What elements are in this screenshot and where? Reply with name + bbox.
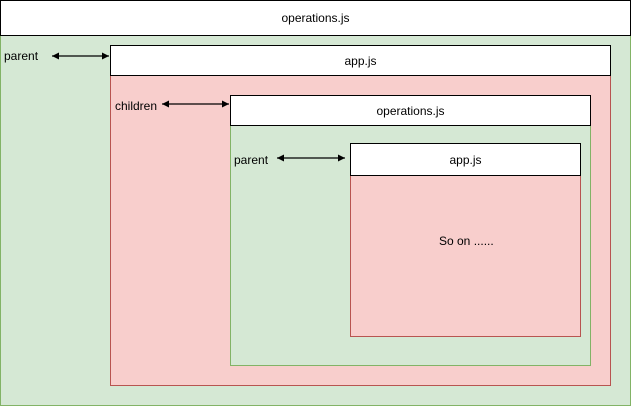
operations-title-inner: operations.js	[230, 95, 591, 126]
parent-label-outer: parent	[4, 49, 39, 63]
app-title-inner: app.js	[350, 143, 581, 176]
children-label: children	[115, 99, 158, 113]
app-title-outer-text: app.js	[344, 53, 377, 68]
operations-title-outer-text: operations.js	[281, 11, 350, 25]
app-title-inner-text: app.js	[449, 152, 482, 167]
so-on-text: So on ......	[439, 234, 494, 248]
parent-label-inner: parent	[234, 153, 269, 167]
operations-title-inner-text: operations.js	[376, 103, 445, 118]
app-title-outer: app.js	[110, 45, 611, 76]
operations-title-outer: operations.js	[0, 0, 631, 36]
